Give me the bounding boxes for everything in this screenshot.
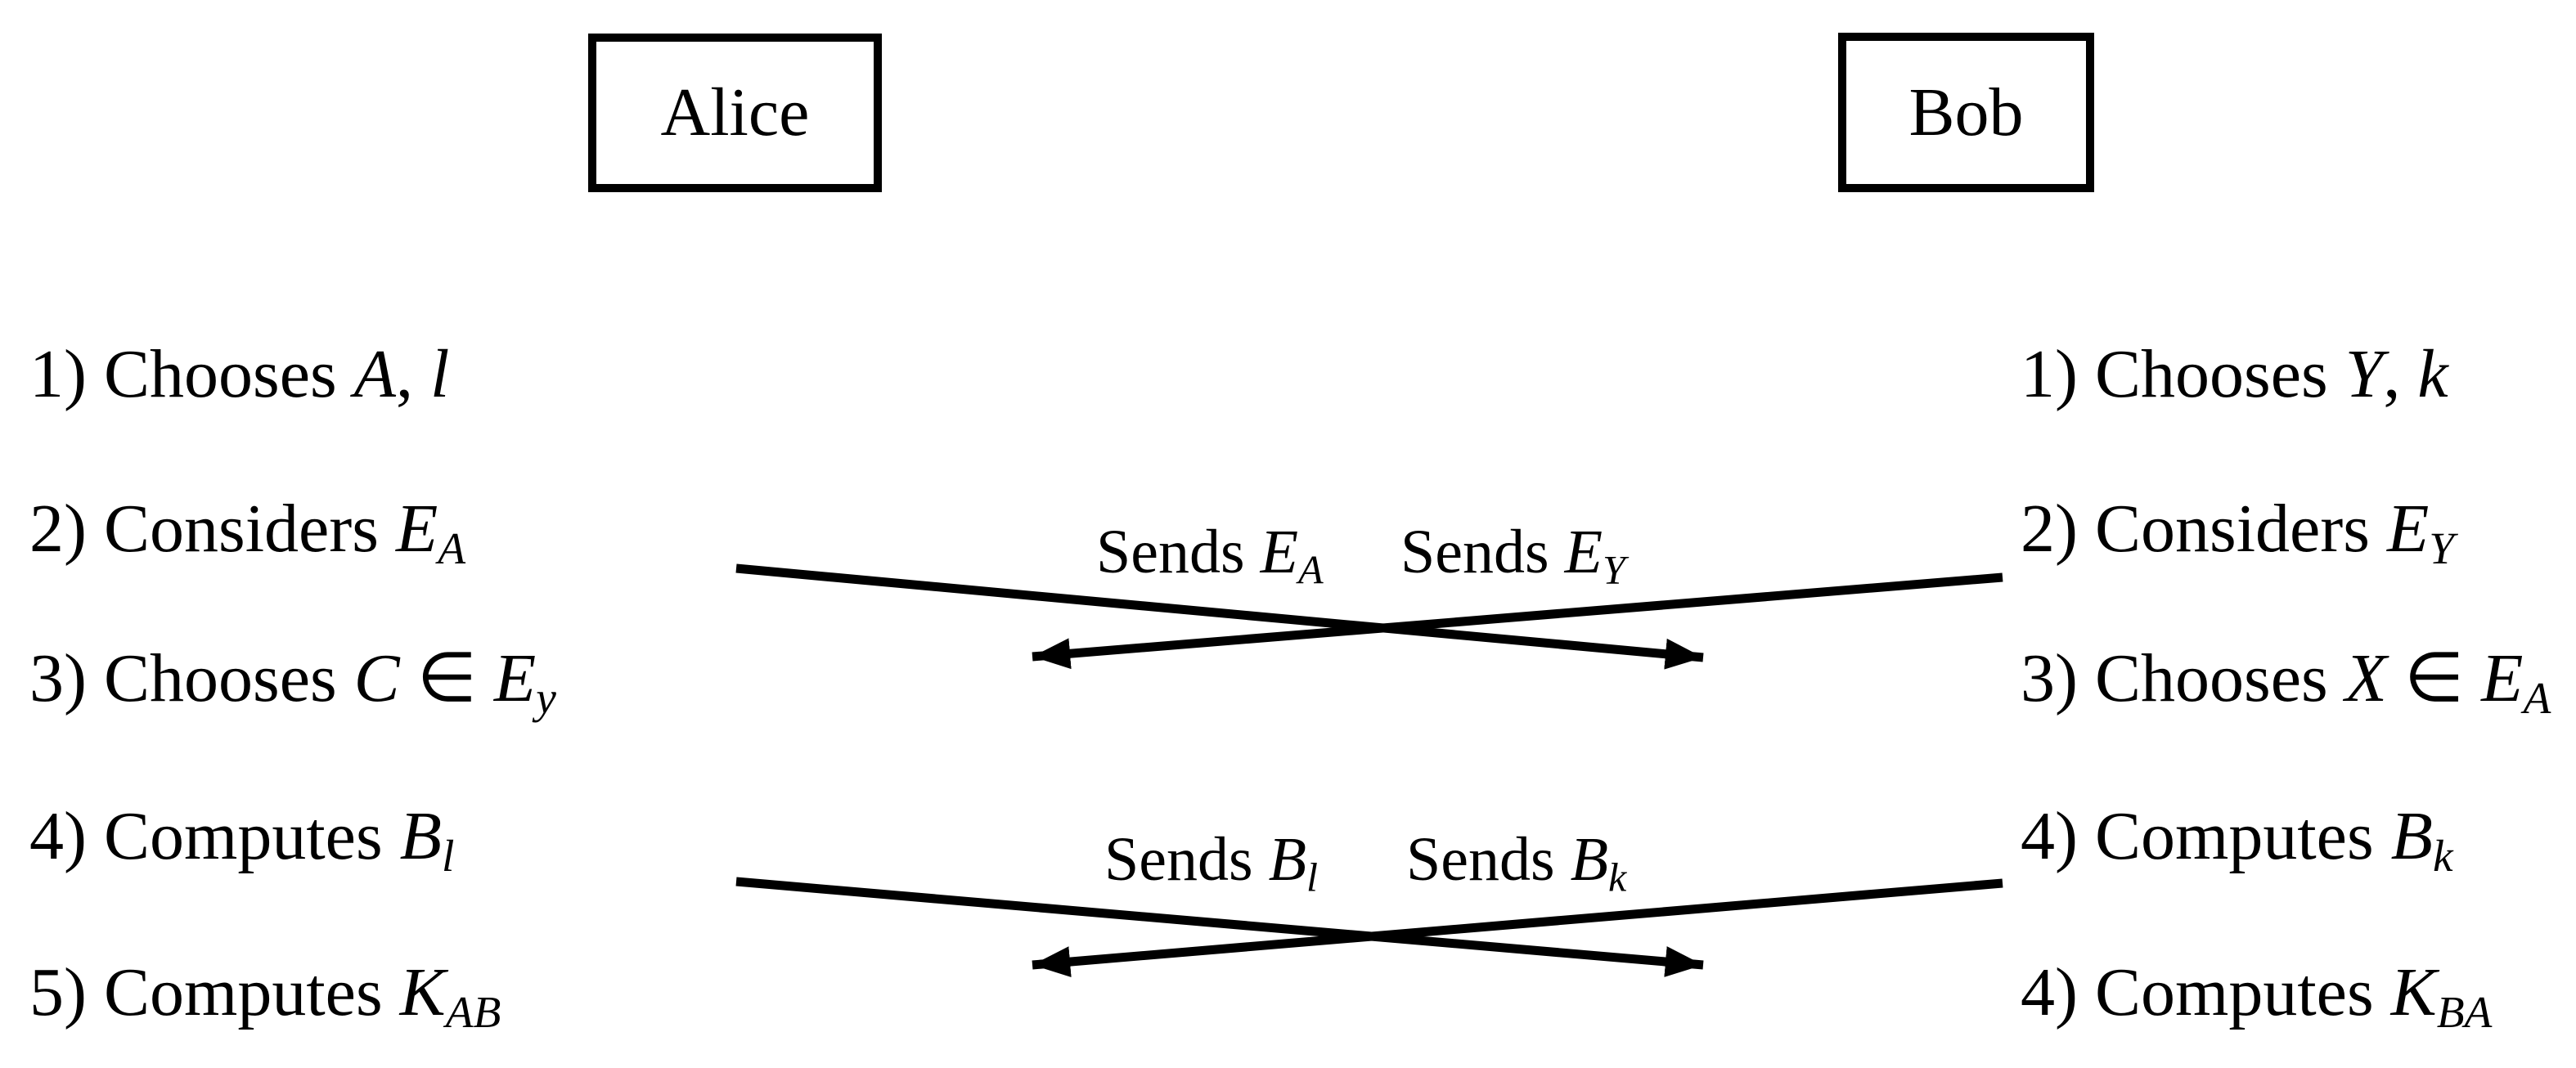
arrow-bob-to-alice-top (1032, 572, 2003, 670)
alice-step-2: 2) Considers EA (29, 491, 466, 573)
arrow-alice-to-bob-top (735, 563, 1704, 670)
actor-label-alice: Alice (660, 74, 810, 150)
actor-box-alice: Alice (588, 34, 882, 192)
alice-step-1: 1) Chooses A, l (29, 336, 450, 412)
bob-step-1: 1) Chooses Y, k (2021, 336, 2448, 412)
message-label-sends-bl: Sends Bl (1104, 825, 1318, 900)
message-label-sends-ea: Sends EA (1096, 518, 1324, 593)
actor-label-bob: Bob (1908, 74, 2024, 150)
alice-step-3: 3) Chooses C ∈ Ey (29, 640, 556, 723)
alice-step-5: 5) Computes KAB (29, 954, 501, 1037)
message-label-sends-bk: Sends Bk (1406, 825, 1627, 900)
arrow-bob-to-alice-bottom (1032, 878, 2003, 977)
bob-step-5: 4) Computes KBA (2021, 954, 2493, 1037)
alice-step-4: 4) Computes Bl (29, 798, 455, 881)
message-label-sends-ey: Sends EY (1400, 518, 1625, 593)
bob-step-3: 3) Chooses X ∈ EA (2021, 640, 2551, 723)
bob-step-4: 4) Computes Bk (2021, 798, 2453, 881)
arrow-alice-to-bob-bottom (735, 877, 1704, 977)
actor-box-bob: Bob (1838, 33, 2094, 192)
bob-step-2: 2) Considers EY (2021, 491, 2455, 573)
